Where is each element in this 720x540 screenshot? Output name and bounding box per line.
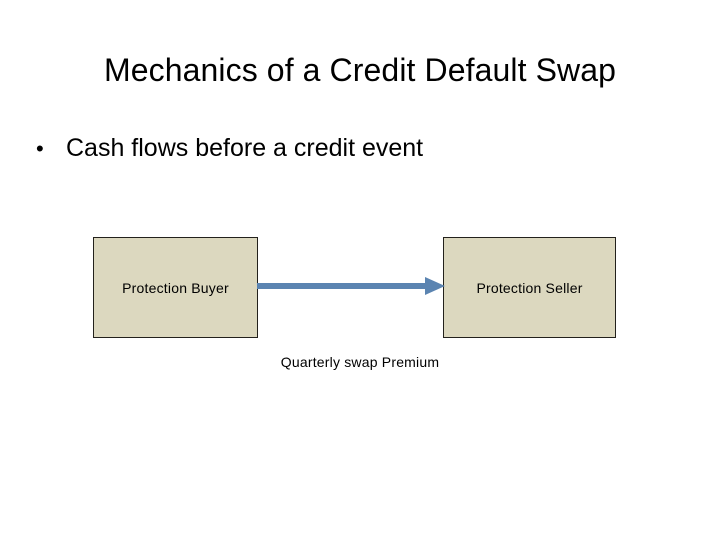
page-title: Mechanics of a Credit Default Swap xyxy=(103,52,617,88)
arrow-caption-label: Quarterly swap Premium xyxy=(280,354,440,370)
bullet-point-icon: • xyxy=(36,136,44,161)
diagram-box-protection-buyer: Protection Buyer xyxy=(93,237,258,338)
diagram-box-label: Protection Seller xyxy=(476,279,583,296)
diagram-box-label: Protection Buyer xyxy=(122,279,229,296)
right-arrow-icon xyxy=(257,277,445,295)
bullet-list-item: • Cash flows before a credit event xyxy=(36,133,423,164)
diagram-box-protection-seller: Protection Seller xyxy=(443,237,616,338)
bullet-item-label: Cash flows before a credit event xyxy=(66,134,424,162)
